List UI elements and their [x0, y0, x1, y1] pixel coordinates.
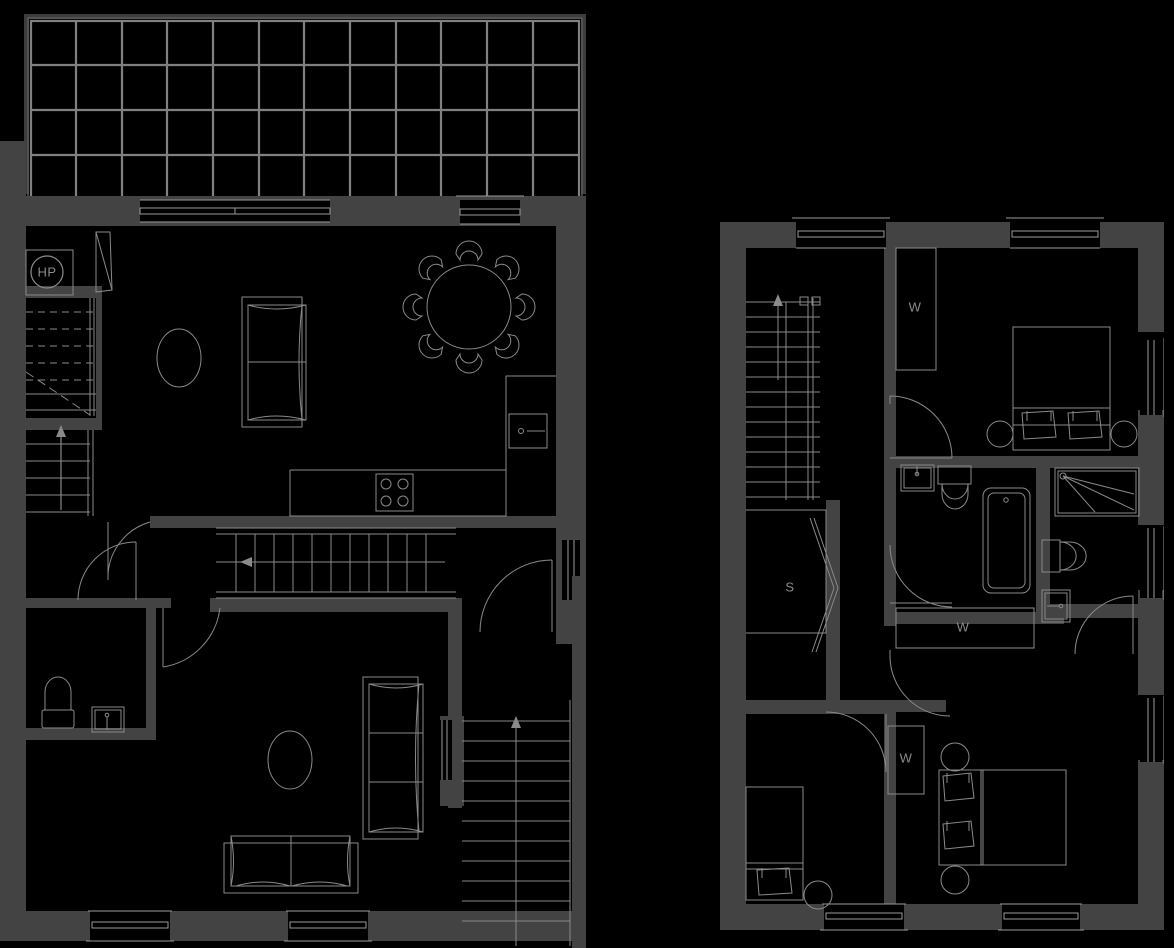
- external-stair-wall: [572, 576, 586, 948]
- wardrobe-top-label: W: [909, 299, 922, 314]
- window-ff-bottom-left: [820, 903, 908, 931]
- window-ff-bottom-right: [998, 903, 1084, 931]
- appliance-washing-machine: [508, 413, 548, 449]
- door-ff-bedroom2[interactable]: [889, 650, 951, 717]
- door-lounge[interactable]: [162, 607, 221, 668]
- stair-external: [462, 700, 576, 946]
- sofa-two-seat: [223, 835, 359, 894]
- window-patio-door-1: [139, 199, 236, 223]
- first-floor-walls: [720, 222, 1164, 930]
- storage-label: S: [785, 579, 794, 594]
- window-right-lower: [438, 720, 452, 780]
- bathroom-toilet: [937, 465, 972, 510]
- door-storage-folding[interactable]: [809, 517, 839, 653]
- door-hall-kitchen[interactable]: [107, 521, 151, 581]
- stair-first-floor: [746, 294, 821, 500]
- coffee-table-oval-upper: [156, 328, 202, 388]
- right-edge-fill: [1164, 0, 1174, 948]
- window-patio-door-2: [234, 199, 331, 223]
- stair-up-flight: [26, 425, 94, 516]
- window-ff-top-right: [1006, 217, 1104, 249]
- first-floor-plan: S W W W: [720, 217, 1165, 931]
- hob-icon: [375, 473, 414, 512]
- bed-master-double: [986, 326, 1138, 451]
- dining-table-round: [402, 240, 536, 374]
- sofa-three-seat-lower: [362, 676, 424, 840]
- terrace: [24, 14, 586, 201]
- bathtub: [982, 487, 1031, 594]
- window-bottom-left: [86, 910, 174, 942]
- window-ff-right-1: [1140, 338, 1165, 417]
- wardrobe-mid-label: W: [957, 619, 970, 634]
- window-bottom-right: [284, 910, 372, 942]
- heat-pump-unit: HP: [25, 249, 74, 296]
- dining-chairs: [402, 240, 536, 374]
- heat-pump-label: HP: [37, 264, 56, 279]
- door-rear[interactable]: [479, 559, 553, 633]
- kitchen-counter: [289, 375, 556, 517]
- door-ff-bedroom1[interactable]: [889, 395, 953, 459]
- window-top-right: [456, 195, 524, 225]
- bathroom-basin: [900, 464, 935, 492]
- window-ff-right-2: [1140, 526, 1165, 600]
- first-floor-windows: [792, 217, 1165, 931]
- door-wc[interactable]: [77, 541, 137, 601]
- wash-basin-ground: [91, 706, 125, 733]
- window-ff-top-left: [792, 217, 890, 249]
- bed-double-secondary: [938, 742, 1067, 895]
- ensuite-toilet: [1041, 539, 1087, 573]
- door-entry-top: [95, 231, 113, 293]
- shower-tray: [1054, 467, 1140, 517]
- door-ff-bathroom[interactable]: [889, 544, 953, 608]
- terrace-tile-grid: [29, 19, 581, 201]
- wardrobe-mid: W: [895, 607, 1035, 649]
- stair-dashed-flight: [25, 298, 96, 416]
- door-ff-ensuite[interactable]: [1074, 595, 1134, 655]
- wardrobe-lower: W: [887, 725, 925, 795]
- door-ff-bedroom3[interactable]: [825, 711, 887, 773]
- window-ff-right-3: [1140, 696, 1165, 764]
- ground-floor-plan: HP: [0, 14, 586, 948]
- sofa-three-seat-upper: [241, 296, 307, 428]
- wardrobe-top: W: [895, 247, 937, 371]
- storage-cupboard: S: [746, 509, 827, 634]
- ensuite-basin: [1041, 589, 1071, 623]
- bed-single: [745, 786, 833, 910]
- wc-toilet-ground: [41, 676, 75, 729]
- coffee-table-oval-lower: [267, 730, 313, 790]
- wardrobe-lower-label: W: [900, 750, 913, 765]
- ground-floor-windows: [86, 195, 580, 942]
- stair-landing: [216, 527, 456, 599]
